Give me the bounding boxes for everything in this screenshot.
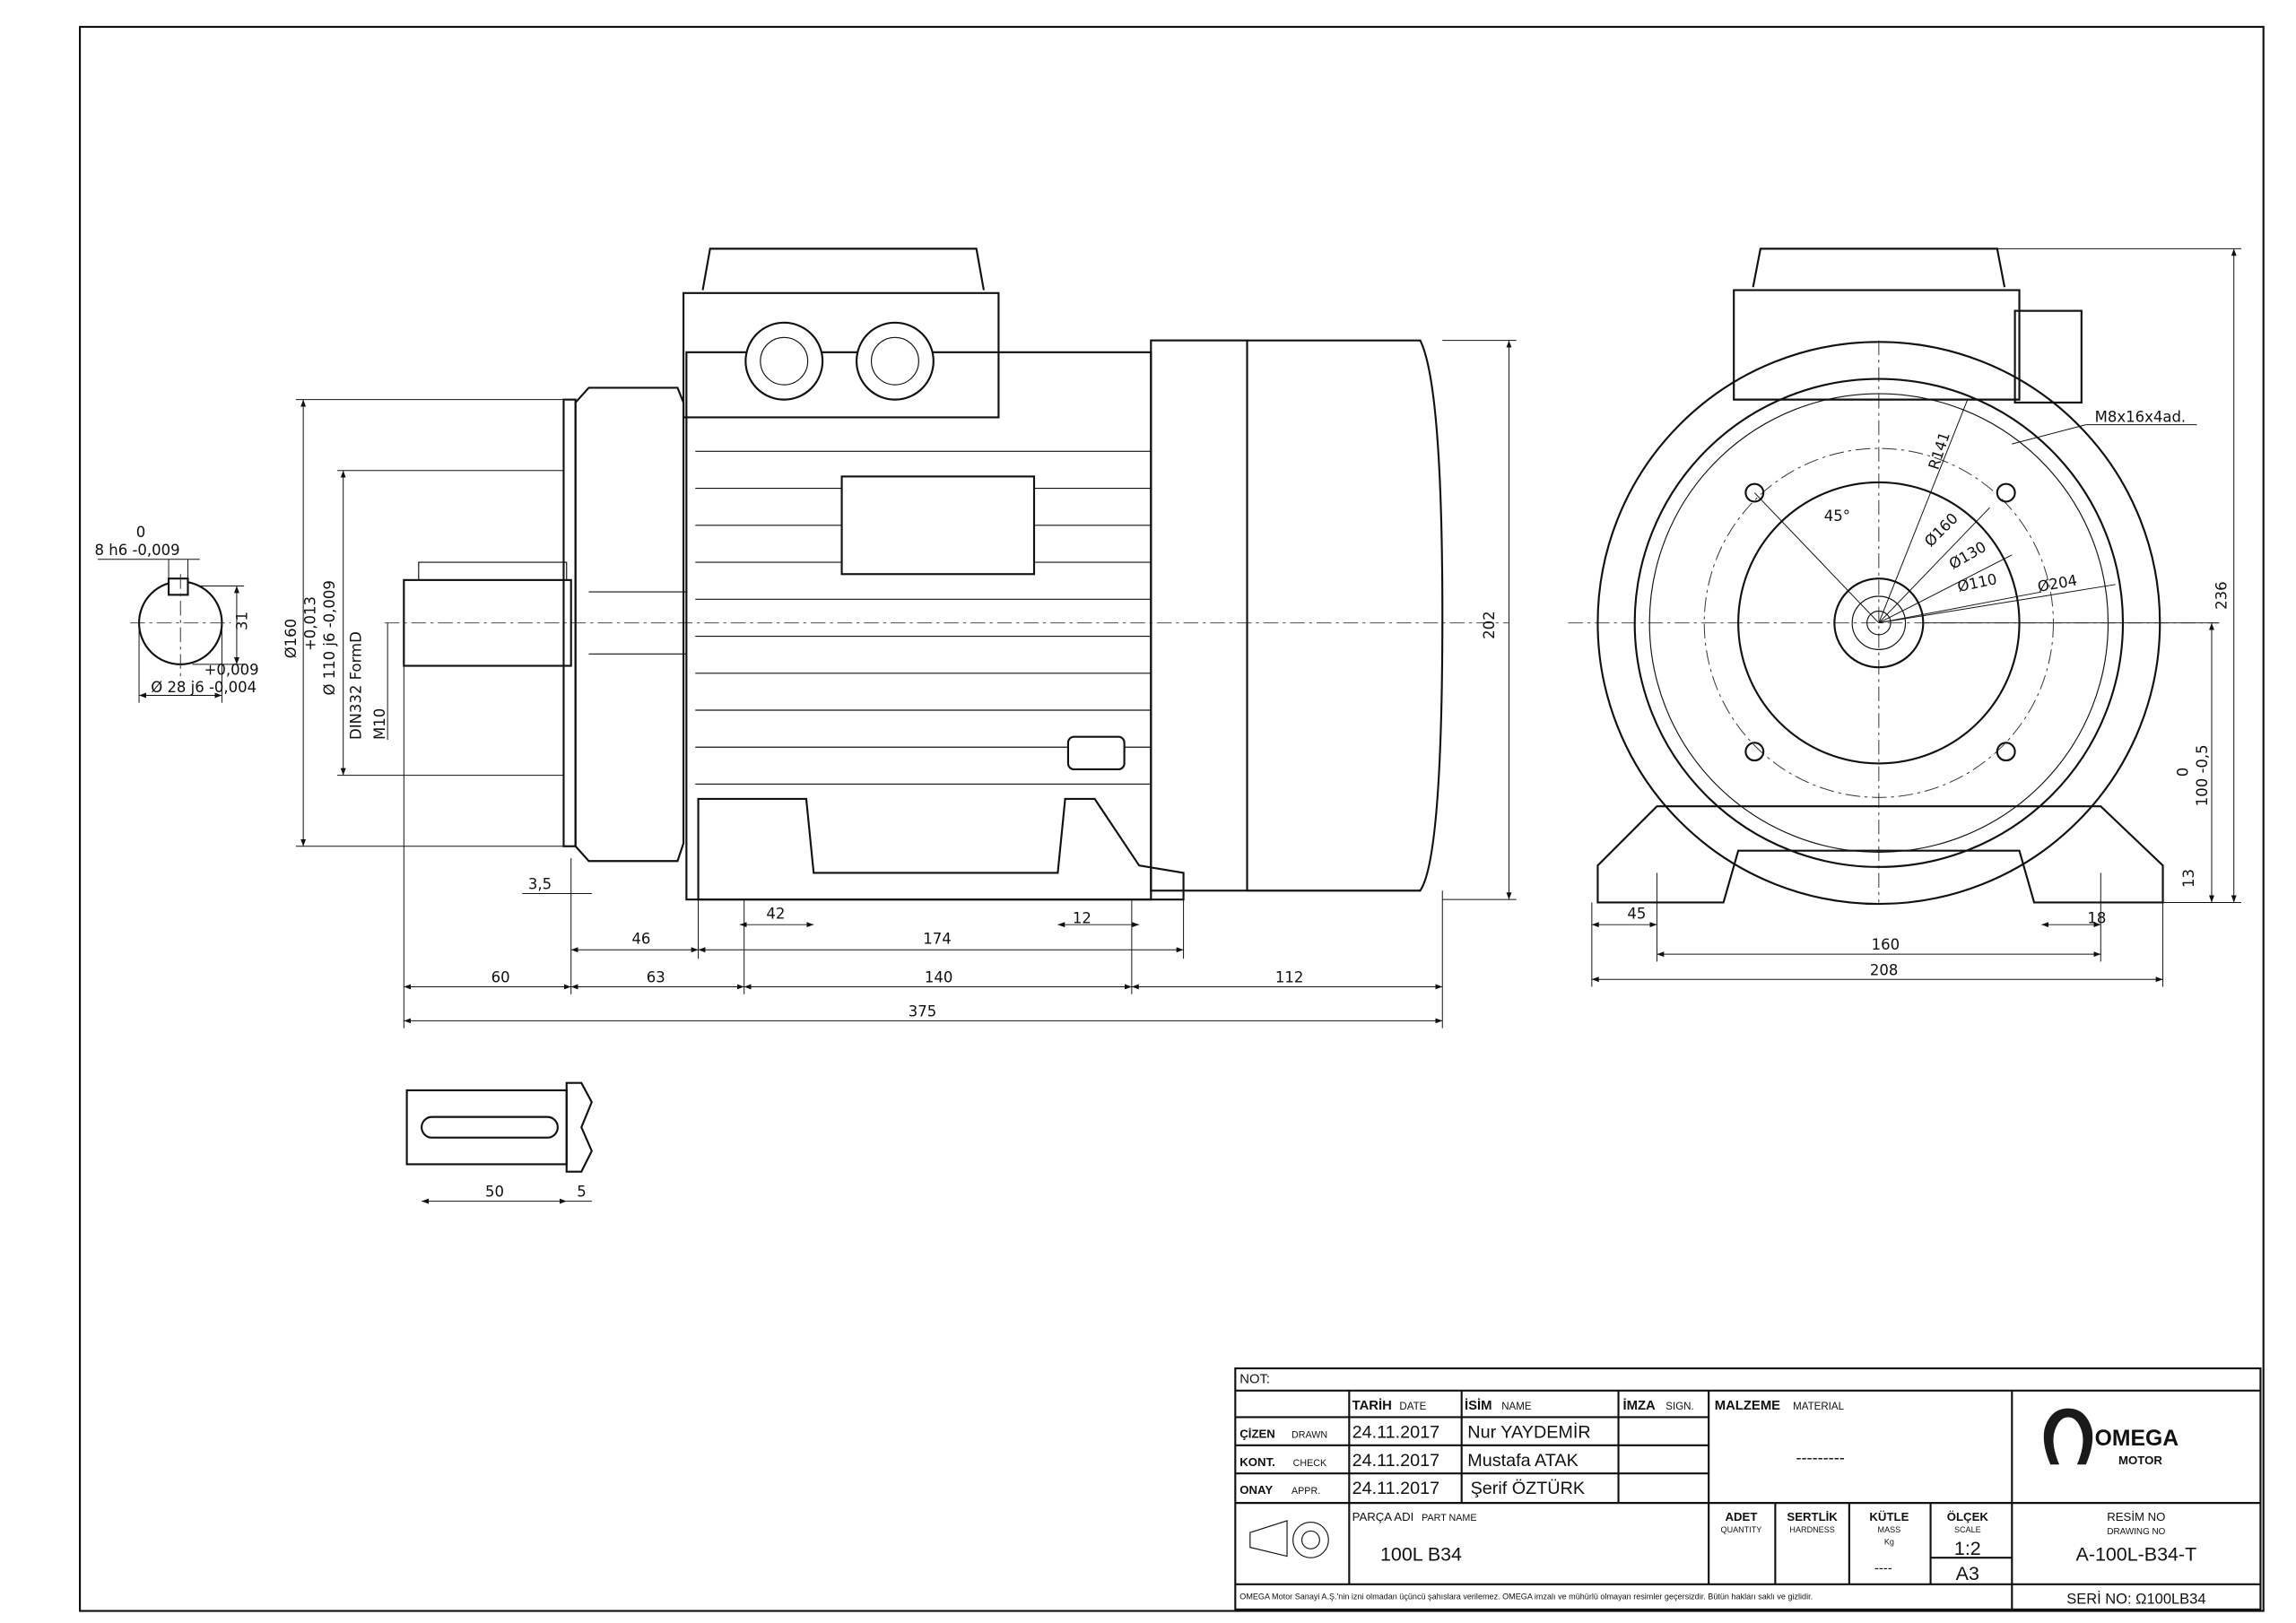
height-dim: 202 (1481, 611, 1498, 638)
header-name: İSİM (1465, 1398, 1492, 1413)
role: ONAY (1239, 1483, 1273, 1497)
header-material-en: MATERIAL (1793, 1402, 1844, 1412)
dim-18: 18 (2087, 910, 2106, 927)
shaft-dia-dim: Ø 28 j6 -0,004 (151, 679, 257, 696)
drawing-border (79, 25, 2265, 1612)
note-label: NOT: (1239, 1373, 1270, 1387)
serial-number: SERİ NO: Ω100LB34 (2066, 1590, 2205, 1607)
spigot-tol: +0,013 (301, 596, 318, 651)
quantity-label: ADET (1725, 1510, 1757, 1523)
header-date-en: DATE (1399, 1402, 1426, 1412)
key-height-dim: 31 (233, 612, 250, 630)
dim-50: 50 (485, 1184, 504, 1201)
role: ÇİZEN (1239, 1428, 1275, 1441)
part-name: 100L B34 (1380, 1543, 1462, 1565)
date: 24.11.2017 (1352, 1451, 1440, 1471)
mass-unit: Kg (1884, 1537, 1894, 1546)
dim-60: 60 (491, 969, 510, 986)
material-value: --------- (1796, 1449, 1844, 1467)
name: Nur YAYDEMİR (1467, 1422, 1590, 1443)
dim-46: 46 (631, 931, 650, 948)
hardness-label-en: HARDNESS (1789, 1525, 1834, 1534)
signature-row-drawn: ÇİZEN DRAWN 24.11.2017 Nur YAYDEMİR (1239, 1422, 1590, 1443)
header-name-en: NAME (1501, 1402, 1532, 1412)
dim-140: 140 (925, 969, 952, 986)
date: 24.11.2017 (1352, 1479, 1440, 1498)
dim-d130: Ø130 (1946, 538, 1989, 573)
scale-label: ÖLÇEK (1947, 1510, 1989, 1523)
hardness-label: SERTLİK (1787, 1510, 1838, 1523)
thread-spec: M10 (371, 708, 388, 740)
quantity-label-en: QUANTITY (1721, 1525, 1762, 1534)
title-block: NOT: TARİH DATE İSİM NAME İMZA SIGN. MAL… (1234, 1367, 2262, 1610)
drawing-no-label-en: DRAWING NO (2107, 1527, 2165, 1537)
key-width-dim: 8 h6 -0,009 (95, 542, 180, 559)
dim-160: 160 (1872, 936, 1900, 953)
dim-100: 100 -0,5 (2194, 744, 2211, 806)
sheet-size: A3 (1956, 1563, 1979, 1584)
dim-63: 63 (647, 969, 665, 986)
date: 24.11.2017 (1352, 1423, 1440, 1443)
dim-208: 208 (1870, 961, 1898, 978)
disclaimer: OMEGA Motor Sanayi A.Ş.'nin izni olmadan… (1239, 1592, 1813, 1601)
projection-symbol-icon (1249, 1520, 1329, 1558)
part-name-label-en: PART NAME (1422, 1513, 1476, 1523)
signature-row-check: KONT. CHECK 24.11.2017 Mustafa ATAK (1239, 1451, 1578, 1471)
omega-logo: OMEGA MOTOR (2043, 1408, 2179, 1467)
dim-d110: Ø110 (1956, 570, 1998, 595)
logo-sub: MOTOR (2118, 1454, 2162, 1467)
center-hole-spec: DIN332 FormD (347, 631, 364, 740)
drawing-no: A-100L-B34-T (2076, 1543, 2197, 1565)
header-material: MALZEME (1715, 1399, 1780, 1413)
dim-42: 42 (766, 906, 785, 923)
motor-side-view: Ø160 +0,013 Ø 110 j6 -0,009 DIN332 FormD… (283, 247, 1517, 1028)
hole-spec: M8x16x4ad. (2095, 408, 2187, 425)
spigot-dia-dim: Ø 110 j6 -0,009 (321, 580, 338, 695)
mass-value: ---- (1874, 1562, 1892, 1576)
header-date: TARİH (1352, 1398, 1392, 1413)
dim-375: 375 (909, 1002, 936, 1020)
dim-112: 112 (1275, 969, 1303, 986)
part-name-label: PARÇA ADI (1352, 1510, 1414, 1523)
shaft-section-view: 0 8 h6 -0,009 31 +0,009 Ø 28 j6 -0,004 (95, 524, 259, 703)
logo-brand: OMEGA (2095, 1427, 2179, 1451)
header-sign: İMZA (1622, 1398, 1656, 1413)
flange-dia-dim: Ø160 (283, 619, 300, 658)
dim-5: 5 (577, 1184, 587, 1201)
shaft-height-tol: 0 (2175, 768, 2192, 777)
scale-label-en: SCALE (1954, 1525, 1981, 1534)
role-en: CHECK (1293, 1458, 1327, 1469)
role-en: DRAWN (1292, 1430, 1327, 1441)
shaft-tol: +0,009 (204, 661, 259, 678)
shaft-key-detail: 50 5 (405, 1081, 593, 1204)
motor-front-view: R141 Ø160 Ø130 Ø110 Ø204 45° M8x16x4ad. … (1568, 247, 2241, 987)
role: KONT. (1239, 1455, 1275, 1469)
role-en: APPR. (1292, 1486, 1320, 1497)
dim-174: 174 (923, 931, 951, 948)
drawing-no-label: RESİM NO (2107, 1510, 2165, 1523)
dim-45: 45 (1627, 906, 1646, 923)
dim-angle-45: 45° (1824, 508, 1850, 525)
header-sign-en: SIGN. (1665, 1402, 1693, 1412)
name: Mustafa ATAK (1467, 1451, 1578, 1471)
mass-label-en: MASS (1878, 1525, 1901, 1534)
dim-12: 12 (1073, 910, 1091, 927)
signature-row-approve: ONAY APPR. 24.11.2017 Şerif ÖZTÜRK (1239, 1479, 1585, 1498)
scale-value: 1:2 (1954, 1538, 1981, 1559)
dim-236: 236 (2213, 581, 2230, 609)
dim-r141: R141 (1926, 430, 1953, 472)
mass-label: KÜTLE (1869, 1510, 1909, 1523)
name: Şerif ÖZTÜRK (1471, 1479, 1586, 1498)
dim-3-5: 3,5 (528, 876, 552, 893)
key-width-tol: 0 (136, 524, 146, 541)
dim-13: 13 (2180, 869, 2197, 888)
